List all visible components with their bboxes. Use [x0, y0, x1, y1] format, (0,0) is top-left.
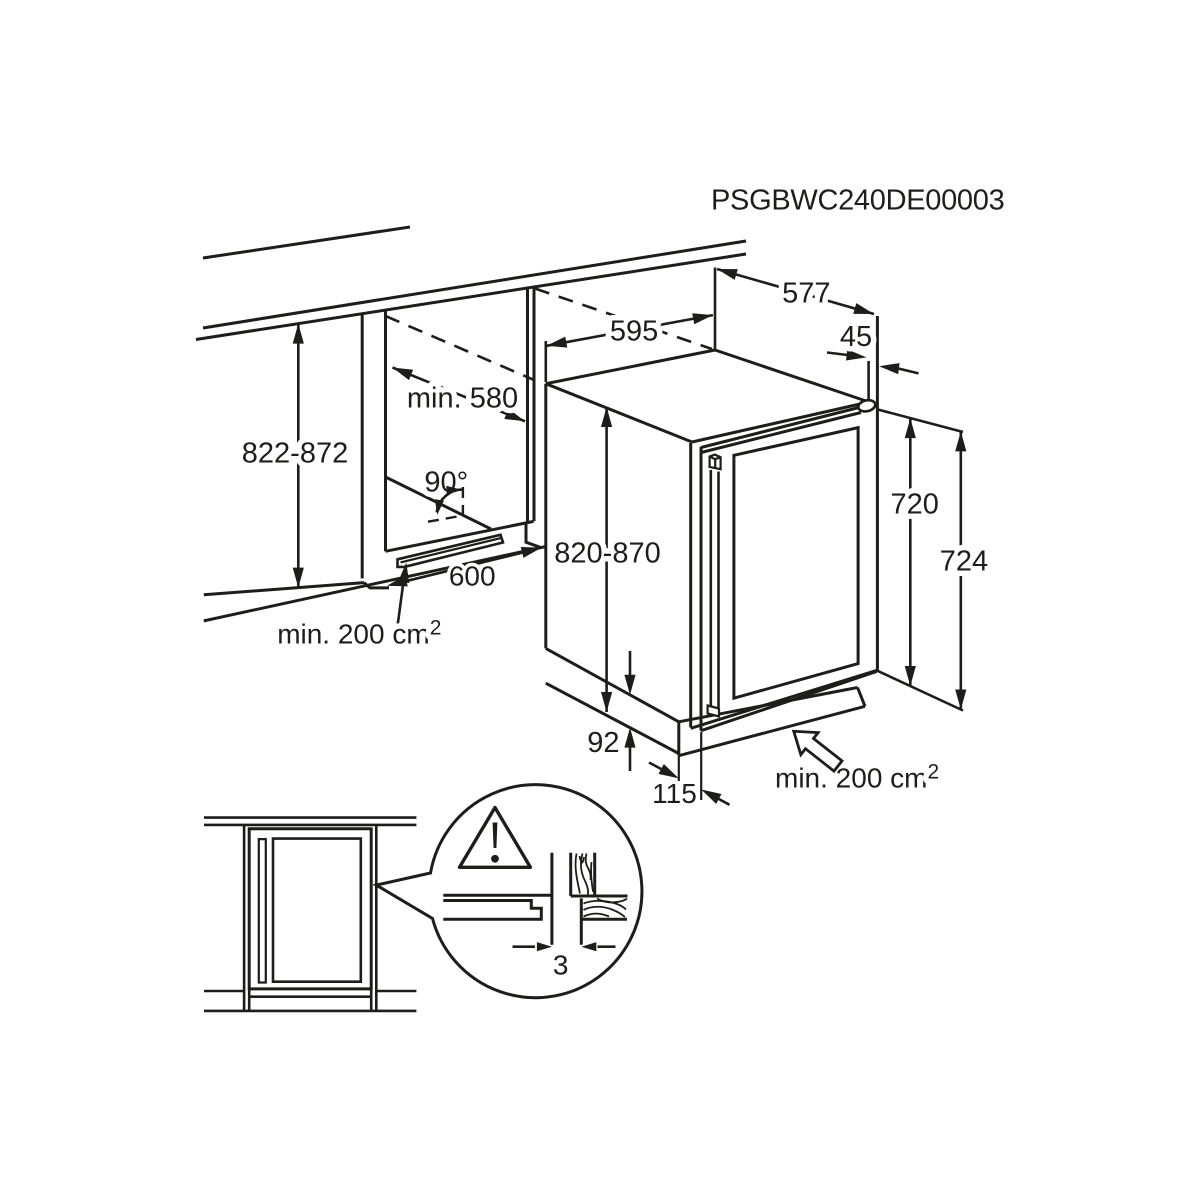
plinth-depth-arrow-right-shaft — [716, 796, 731, 806]
door-height-label: 720 — [891, 488, 939, 520]
base-front-bottom-edge — [678, 704, 866, 758]
door-top-back-line — [700, 406, 860, 449]
width-arrow-left — [545, 336, 568, 352]
wood-grain-stroke — [583, 905, 626, 918]
top-left-edge — [545, 382, 693, 444]
handle-bottom-bracket — [706, 704, 721, 718]
width-arrow-right — [692, 309, 714, 325]
wood-grain-stroke — [596, 897, 628, 904]
door-height-ext-top — [877, 408, 964, 434]
height-arrow-down — [601, 692, 613, 712]
door-hinge-cap — [857, 398, 877, 413]
depth-dim-line — [716, 267, 875, 316]
wood-grain-stroke — [574, 853, 581, 894]
appliance — [544, 316, 879, 758]
counter-front-bottom-edge — [195, 252, 747, 341]
gap-detail-callout: 3 — [372, 783, 644, 1000]
counter-front-top-edge — [202, 239, 747, 330]
total-height-arrow-up — [955, 431, 967, 452]
depth-label: 577 — [782, 278, 830, 310]
base-right-cap-edge — [856, 686, 867, 707]
niche-top-left-depth-dashed-line — [384, 314, 535, 382]
plinth-height-label: 92 — [587, 727, 619, 759]
niche-height-arrow-down — [292, 567, 304, 588]
vent-slot-inner-line — [400, 537, 501, 564]
door-bottom-inner-edge — [700, 670, 878, 733]
appliance-dimensions: 595 577 45 820-870 720 724 92 — [544, 263, 994, 813]
niche-height-label: 822-872 — [242, 437, 348, 469]
gap-label: 3 — [553, 950, 569, 981]
niche-depth-arrow-left — [390, 362, 414, 381]
door-height-arrow-up — [904, 418, 916, 439]
door-top-front-line — [700, 411, 862, 454]
total-height-label: 724 — [940, 545, 988, 577]
door-height-ext-bottom — [876, 669, 964, 712]
door-gap-arrow-right-shaft — [898, 367, 919, 375]
plinth-depth-arrow-left-shaft — [648, 761, 664, 772]
model-code: PSGBWC240DE00003 — [711, 185, 1004, 217]
niche-depth-dim-line — [392, 366, 526, 423]
width-label: 595 — [610, 316, 658, 348]
side-bottom-edge — [545, 647, 680, 724]
plinth-bottom-edge — [545, 681, 680, 755]
niche-floor-front-edge — [385, 519, 534, 553]
cs-appliance-step-profile — [443, 899, 543, 921]
vent-area-label: min. 200 cm2 — [277, 617, 441, 650]
wall-line — [202, 225, 411, 260]
wood-grain-stroke — [583, 912, 610, 918]
handle-top-bracket-inner-line — [709, 455, 721, 468]
depth-arrow-left — [715, 263, 738, 280]
vent-width-dim-line — [390, 547, 538, 587]
fv-appliance-outline — [247, 827, 373, 991]
vent-slot — [396, 533, 505, 569]
door-angle-horizontal-dashed-line — [427, 514, 464, 523]
depth-arrow-right — [853, 303, 876, 320]
front-view — [204, 816, 417, 1013]
vent-width-label: 600 — [449, 561, 496, 592]
callout-balloon — [372, 783, 644, 1000]
niche-top-right-depth-dashed-line — [534, 287, 713, 351]
wood-grain-stroke — [578, 855, 585, 864]
floor-upper-line — [203, 581, 365, 597]
fv-handle — [257, 838, 267, 984]
top-right-edge — [714, 348, 870, 404]
fv-door-outline — [271, 837, 363, 983]
door-bottom-edge — [690, 668, 878, 730]
warning-exclamation-dot — [491, 854, 499, 863]
niche-right-toe-kick-edge — [524, 522, 543, 550]
door-angle-label: 90° — [424, 466, 468, 498]
door-gap-arrow-left-shaft — [826, 351, 848, 357]
wood-grain-stroke — [583, 900, 627, 911]
plinth-depth-label: 115 — [652, 778, 697, 809]
niche-height-arrow-up — [292, 323, 304, 344]
height-label: 820-870 — [554, 538, 660, 570]
floor-lower-line — [203, 545, 547, 623]
kitchen-scene — [195, 225, 747, 623]
wood-grain-stroke — [590, 861, 595, 893]
top-back-edge — [545, 348, 716, 386]
air-flow-block-arrow — [791, 729, 844, 774]
top-front-edge — [691, 400, 870, 444]
air-vent-area-label: min. 200 cm2 — [775, 761, 939, 794]
door-window-frame — [732, 425, 860, 701]
door-gap-label: 45 — [840, 321, 872, 353]
warning-exclamation-bar — [492, 822, 498, 848]
niche-dimensions: 822-872 min. 580 90° 600 min. 200 cm2 — [236, 323, 543, 655]
niche-depth-label: min. 580 — [407, 383, 518, 415]
door-gap-arrow-right — [878, 360, 900, 375]
width-dim-line — [546, 313, 714, 348]
